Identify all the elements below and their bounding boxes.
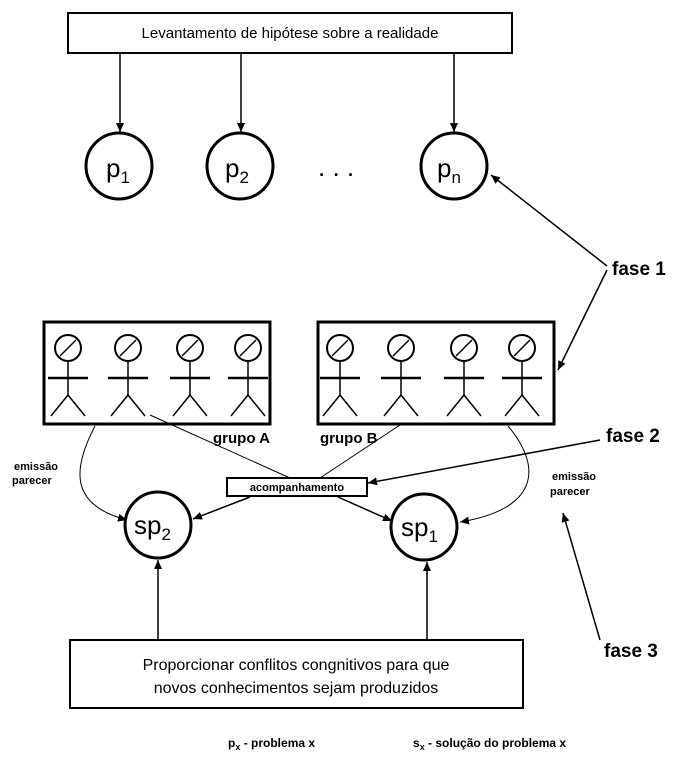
solution-label-sp1: sp1 (401, 512, 438, 546)
group-a-to-monitor-line (149, 414, 291, 479)
person-icon-group-a-3 (170, 334, 210, 417)
conflicts-text-line2: novos conhecimentos sejam produzidos (154, 680, 439, 697)
phase-3-arrow (561, 512, 601, 641)
phase-2-label: fase 2 (606, 426, 660, 447)
emission-left-line1: emissão (14, 461, 58, 473)
hypothesis-text: Levantamento de hipótese sobre a realida… (142, 25, 439, 42)
phase-1-arrow-to-group-b (557, 269, 608, 371)
emission-right-line1: emissão (552, 471, 596, 483)
problem-node-p2 (205, 131, 275, 201)
conflicts-text-line1: Proporcionar conflitos congnitivos para … (143, 657, 450, 674)
problem-label-p2: p2 (225, 153, 249, 187)
legend-problem: px - problema x (228, 736, 315, 752)
person-icon-group-b-4 (502, 334, 542, 417)
person-icon-group-b-1 (320, 334, 360, 417)
person-icon-group-a-2 (108, 334, 148, 417)
person-icon-group-b-2 (381, 334, 421, 417)
problem-label-p1: p1 (106, 153, 130, 187)
conflicts-box (69, 639, 524, 709)
person-icon-group-a-1 (48, 334, 88, 417)
solution-node-sp1 (389, 492, 459, 562)
problem-node-p1 (84, 131, 154, 201)
person-icon-group-b-3 (444, 334, 484, 417)
problem-node-pn (419, 131, 489, 201)
emission-right-line2: parecer (550, 486, 590, 498)
group-a-people (48, 334, 268, 417)
group-b-to-monitor-line (319, 422, 404, 479)
phase-1-label: fase 1 (612, 259, 666, 280)
phase-2-arrow (367, 439, 601, 486)
group-a-label: grupo A (213, 430, 270, 447)
group-a-box (42, 320, 272, 426)
emission-left-curve (79, 425, 128, 522)
phase-3-label: fase 3 (604, 641, 658, 662)
solution-node-sp2 (123, 490, 193, 560)
emission-left-line2: parecer (12, 475, 52, 487)
monitor-to-sp1-arrow (337, 496, 393, 522)
ellipsis: . . . (318, 152, 354, 182)
phase-1-arrow-to-pn (490, 174, 608, 267)
person-icon-group-a-4 (228, 334, 268, 417)
monitor-text: acompanhamento (250, 482, 344, 494)
problem-label-pn: pn (437, 153, 461, 187)
group-b-people (320, 334, 542, 417)
emission-right-curve (459, 425, 530, 525)
monitor-to-sp2-arrow (192, 496, 251, 520)
legend-solution: sx - solução do problema x (413, 736, 566, 752)
solution-label-sp2: sp2 (134, 510, 171, 544)
group-b-label: grupo B (320, 430, 378, 447)
monitor-box (226, 477, 368, 497)
hypothesis-box (67, 12, 513, 54)
